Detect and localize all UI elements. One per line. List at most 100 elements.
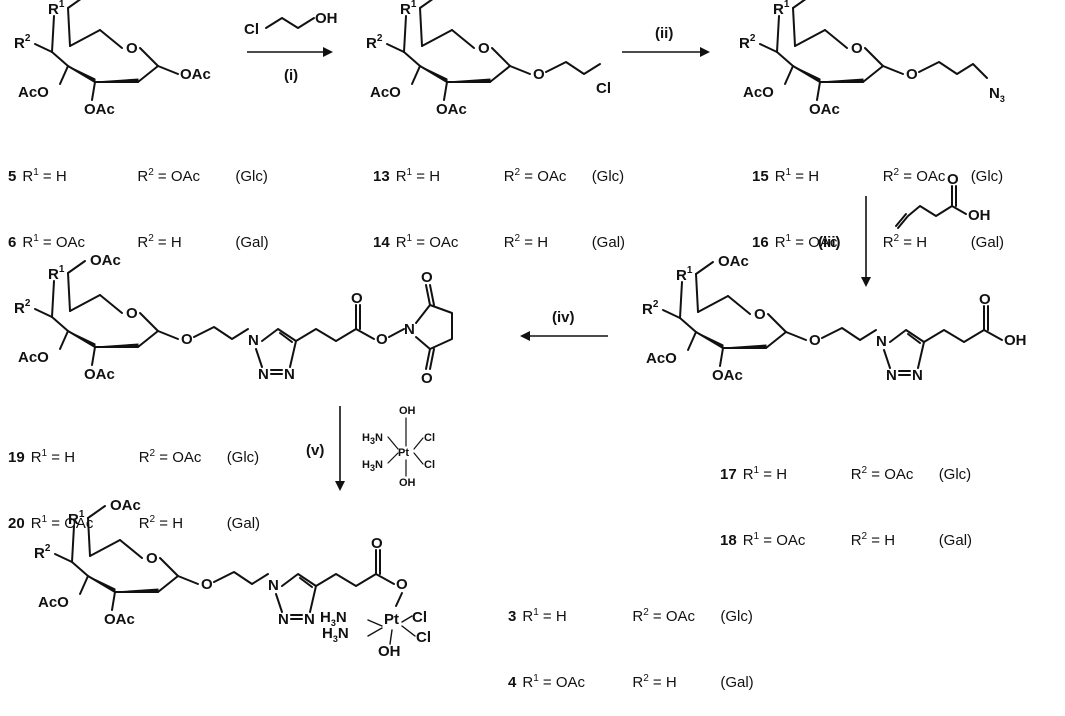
r2-value: R2 = OAc (137, 167, 201, 186)
arrow-step-ii: (ii) (622, 25, 710, 57)
r1-value: R1 = H (395, 167, 441, 186)
r2-value: R2 = H (138, 514, 184, 533)
o-label: O (979, 291, 991, 308)
oac-label: OAc (718, 253, 749, 270)
r1-value: R1 = H (30, 448, 76, 467)
arrow-step-i: Cl OH (i) (244, 10, 338, 84)
ring-oxygen: O (754, 306, 766, 323)
pt-h3n-1: H3N (362, 432, 383, 446)
r2-value: R2 = H (882, 233, 928, 252)
n1-label: N (248, 332, 259, 349)
r2-label: R2 (14, 33, 31, 52)
compound-number: 20 (8, 515, 25, 532)
step-i-label: (i) (284, 67, 298, 84)
r2-value: R2 = H (137, 233, 182, 252)
sugar-tag: (Gal) (938, 532, 973, 549)
ring-oxygen: O (146, 550, 158, 567)
arrow-step-iv: (iv) (520, 309, 608, 341)
r1-value: R1 = OAc (774, 233, 838, 252)
arrow-step-iii: (iii) O OH (818, 171, 991, 287)
o-label: O (947, 171, 959, 188)
r1-value: R1 = OAc (742, 531, 806, 550)
r2-value: R2 = OAc (138, 448, 202, 467)
r1-value: R1 = H (742, 465, 788, 484)
r2-value: R2 = OAc (882, 167, 946, 186)
sugar-tag: (Gal) (235, 234, 269, 251)
pt-oh-top: OH (399, 405, 416, 417)
structure-13-14: O OAc R2 R1 AcO OAc O Cl (366, 0, 611, 118)
oac-label: OAc (90, 0, 121, 4)
o-label: O (371, 535, 383, 552)
n2-label: N (258, 366, 269, 383)
sugar-tag: (Glc) (591, 168, 625, 185)
o-label: O (376, 331, 388, 348)
r2-value: R2 = OAc (632, 607, 696, 626)
structure-3-4: O OAc R2 R1 AcO OAc O N N N O O Pt H3N H… (34, 497, 431, 659)
step-iii-label: (iii) (818, 234, 841, 251)
r1-value: R1 = OAc (22, 233, 86, 252)
compound-number: 15 (752, 168, 769, 185)
pt-h3n-2: H3N (362, 459, 383, 473)
oac-label: OAc (180, 66, 211, 83)
o-label: O (533, 66, 545, 83)
ring-oxygen: O (126, 305, 138, 322)
n3-label: N3 (989, 85, 1005, 104)
n2-label: N (886, 367, 897, 384)
pt-cl-1: Cl (424, 432, 435, 444)
sugar-tag: (Glc) (720, 608, 753, 625)
r2-label: R2 (366, 33, 383, 52)
structure-19-20: O OAc R2 R1 AcO OAc O N N N O O N O O (14, 252, 453, 387)
aco-label: AcO (18, 349, 49, 366)
r1-value: R1 = H (22, 167, 67, 186)
pt-cl-2: Cl (424, 459, 435, 471)
compound-number: 13 (373, 168, 390, 185)
oac-label: OAc (84, 366, 115, 383)
cl-label: Cl (596, 80, 611, 97)
step-v-label: (v) (306, 442, 324, 459)
r2-value: R2 = H (850, 531, 896, 550)
compound-number: 4 (508, 674, 517, 691)
compound-number: 19 (8, 449, 25, 466)
r2-label: R2 (14, 298, 31, 317)
pt-center: Pt (384, 611, 399, 628)
oh-label: OH (968, 207, 991, 224)
compound-number: 6 (8, 234, 17, 251)
pt-center: Pt (398, 447, 409, 459)
r1-value: R1 = H (522, 607, 567, 626)
cl-label: Cl (244, 21, 259, 38)
sugar-tag: (Gal) (226, 515, 261, 532)
oac-label: OAc (104, 611, 135, 628)
n2-label: N (278, 611, 289, 628)
r1-label: R1 (773, 0, 790, 18)
oh-label: OH (315, 10, 338, 27)
compound-number: 16 (752, 234, 769, 251)
r2-label: R2 (642, 299, 659, 318)
pt-oh-bottom: OH (399, 477, 416, 489)
o-label: O (906, 66, 918, 83)
aco-label: AcO (38, 594, 69, 611)
r1-label: R1 (48, 0, 65, 18)
arrow-step-v: (v) OH H3N H3N Pt Cl Cl OH (306, 405, 435, 491)
r1-value: R1 = OAc (30, 514, 94, 533)
n1-label: N (268, 577, 279, 594)
o-label: O (421, 370, 433, 387)
aco-label: AcO (370, 84, 401, 101)
compound-number: 14 (373, 234, 390, 251)
r2-label: R2 (739, 33, 756, 52)
ring-oxygen: O (478, 40, 490, 57)
compound-number: 17 (720, 466, 737, 483)
sugar-tag: (Gal) (720, 674, 754, 691)
sugar-tag: (Glc) (970, 168, 1004, 185)
r2-value: R2 = OAc (503, 167, 567, 186)
oac-label: OAc (809, 101, 840, 118)
sugar-tag: (Gal) (970, 234, 1005, 251)
pt-oh: OH (378, 643, 401, 659)
n3-label: N (284, 366, 295, 383)
step-iv-label: (iv) (552, 309, 575, 326)
compound-number: 18 (720, 532, 737, 549)
r2-value: R2 = OAc (850, 465, 914, 484)
